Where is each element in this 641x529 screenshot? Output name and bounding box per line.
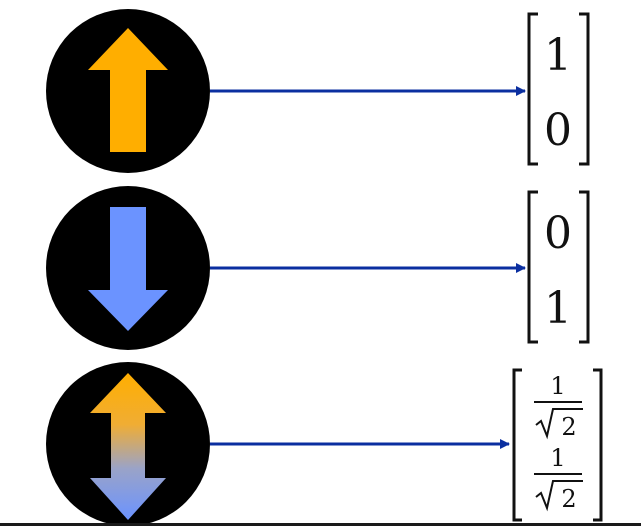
vector-entry-top: 1 2	[534, 372, 583, 441]
up-arrow-icon	[88, 28, 168, 152]
left-bracket	[512, 368, 522, 522]
sqrt-icon	[535, 480, 583, 512]
right-bracket	[579, 12, 590, 166]
row-spin-down: 0 1	[46, 186, 590, 350]
radicand: 2	[561, 485, 576, 513]
row-spin-up: 1 0	[46, 9, 590, 173]
fraction-numerator: 1	[550, 444, 565, 472]
row-superposition: 1 2 1 2	[46, 362, 603, 526]
down-arrow-icon	[88, 207, 168, 331]
fraction-numerator: 1	[550, 372, 565, 400]
right-bracket	[593, 368, 603, 522]
left-bracket	[527, 12, 538, 166]
up-down-arrow-icon	[90, 373, 166, 520]
vector-entry-bottom: 0	[544, 105, 572, 156]
radicand: 2	[561, 413, 576, 441]
vector-entry-top: 1	[544, 30, 572, 81]
left-bracket	[527, 190, 538, 344]
bottom-divider	[0, 523, 641, 526]
vector-entry-bottom: 1	[544, 283, 572, 334]
vector-entry-top: 0	[544, 208, 572, 259]
sqrt-icon	[535, 408, 583, 440]
vector-entry-bottom: 1 2	[534, 444, 583, 513]
right-bracket	[579, 190, 590, 344]
